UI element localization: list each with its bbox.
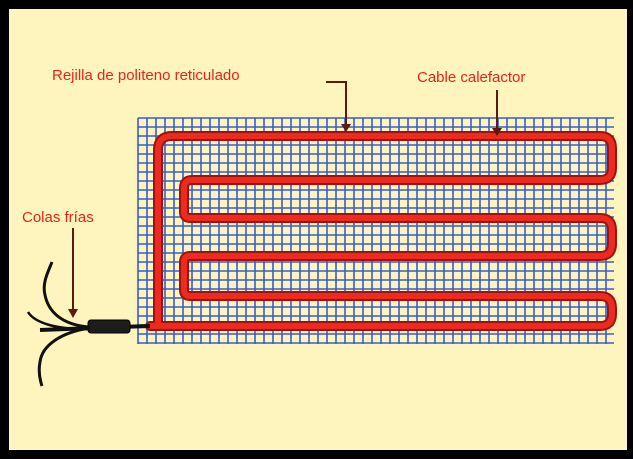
mesh-label: Rejilla de politeno reticulado (52, 67, 240, 84)
polyethylene-mesh (137, 117, 614, 344)
cable-splice (87, 319, 131, 334)
cold-tails (26, 261, 151, 387)
heating-cable (145, 131, 617, 331)
cable-label: Cable calefactor (417, 69, 525, 86)
label-pointers (68, 81, 502, 318)
cold-tails-label: Colas frías (22, 209, 94, 226)
